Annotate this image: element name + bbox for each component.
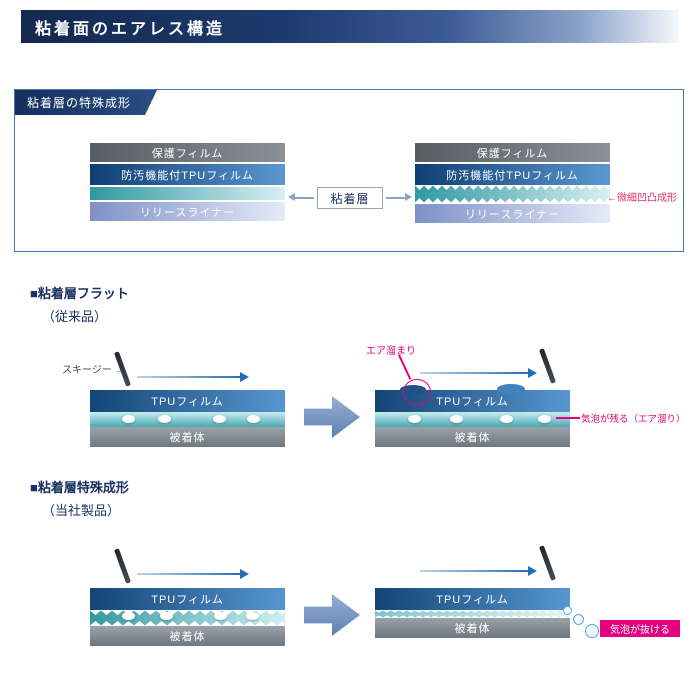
adhesive-label-text: 粘着層 [330, 191, 370, 206]
right-tpu-film-label: 防汚機能付TPUフィルム [446, 169, 579, 182]
section-heading-special: ■粘着層特殊成形 [30, 480, 129, 495]
special-after-substrate-layer: 被着体 [375, 618, 570, 638]
left-tpu-film-label: 防汚機能付TPUフィルム [121, 169, 254, 182]
flat-before-film-label: TPUフィルム [151, 396, 224, 408]
flat-before-film-layer: TPUフィルム [90, 390, 285, 412]
air-bubble [538, 415, 551, 423]
flat-before-substrate-label: 被着体 [169, 432, 206, 444]
right-textured-adhesive-layer [415, 185, 610, 203]
arrow-to-right-stack-icon [386, 193, 412, 202]
special-after-thin-adhesive-layer [375, 610, 570, 618]
title-banner: 粘着面のエアレス構造 [21, 10, 679, 43]
section-subheading-flat: （従来品） [42, 309, 108, 324]
motion-arrow-icon [420, 566, 537, 576]
motion-arrow-icon [420, 368, 537, 378]
right-tpu-film-layer: 防汚機能付TPUフィルム [415, 164, 610, 185]
left-release-liner-layer: リリースライナー [90, 202, 285, 221]
squeegee-label: スキージー → [62, 365, 125, 376]
page-title: 粘着面のエアレス構造 [35, 20, 226, 38]
special-before-film-layer: TPUフィルム [90, 588, 285, 610]
left-protect-film-label: 保護フィルム [151, 147, 224, 160]
air-bubble [247, 415, 260, 423]
flat-before-substrate-layer: 被着体 [90, 427, 285, 447]
left-adhesive-layer [90, 187, 285, 200]
right-release-liner-layer: リリースライナー [415, 204, 610, 223]
special-after-film-label: TPUフィルム [436, 594, 509, 606]
air-bubble [122, 415, 135, 423]
air-bubble [160, 612, 173, 620]
escape-note-text: 気泡が抜ける [610, 625, 670, 636]
flat-after-substrate-layer: 被着体 [375, 427, 570, 447]
air-bubble [213, 415, 226, 423]
air-bubble [408, 415, 421, 423]
special-before-film-label: TPUフィルム [151, 594, 224, 606]
section-subheading-special: （当社製品） [42, 503, 121, 518]
air-bubble [122, 612, 135, 620]
squeegee-icon [538, 348, 557, 384]
air-pocket-circle-icon [403, 379, 431, 405]
residual-pointer-line [556, 417, 580, 419]
air-pocket-pointer-line [398, 354, 411, 380]
flat-after-adhesive-layer [375, 412, 570, 427]
film-bump [497, 384, 525, 394]
escape-note-badge: 気泡が抜ける [600, 620, 680, 637]
air-pocket-label: エア溜まり [366, 346, 416, 357]
right-protect-film-label: 保護フィルム [476, 147, 549, 160]
squeegee-icon [113, 548, 132, 584]
transition-arrow-icon [304, 594, 360, 636]
flat-before-adhesive-layer [90, 412, 285, 427]
arrow-to-left-stack-icon [288, 193, 314, 202]
adhesive-label-box: 粘着層 [317, 187, 383, 209]
texture-annotation: ←微細凹凸成形 [607, 193, 677, 204]
flat-after-film-label: TPUフィルム [436, 396, 509, 408]
transition-arrow-icon [304, 396, 360, 438]
special-before-substrate-layer: 被着体 [90, 626, 285, 646]
motion-arrow-icon [137, 372, 249, 382]
box-label-text: 粘着層の特殊成形 [27, 96, 132, 110]
special-after-substrate-label: 被着体 [454, 623, 491, 635]
right-protect-film-layer: 保護フィルム [415, 143, 610, 162]
escaping-bubble [563, 606, 572, 615]
left-release-liner-label: リリースライナー [139, 206, 236, 219]
motion-arrow-icon [137, 569, 249, 579]
residual-note: 気泡が残る（エア溜り） [581, 414, 686, 425]
air-bubble [450, 415, 463, 423]
escaping-bubble [585, 624, 599, 638]
left-tpu-film-layer: 防汚機能付TPUフィルム [90, 164, 285, 185]
section-heading-flat: ■粘着層フラット [30, 286, 129, 301]
special-before-textured-adhesive-layer [90, 610, 285, 626]
air-bubble [214, 612, 227, 620]
special-before-substrate-label: 被着体 [169, 631, 206, 643]
air-bubble [500, 415, 513, 423]
right-release-liner-label: リリースライナー [464, 208, 561, 221]
special-after-film-layer: TPUフィルム [375, 588, 570, 610]
box-label-ribbon: 粘着層の特殊成形 [15, 90, 157, 115]
left-protect-film-layer: 保護フィルム [90, 143, 285, 162]
flat-after-substrate-label: 被着体 [454, 432, 491, 444]
air-bubble [246, 612, 259, 620]
air-bubble [158, 415, 171, 423]
squeegee-icon [538, 545, 557, 581]
escaping-bubble [573, 614, 584, 625]
